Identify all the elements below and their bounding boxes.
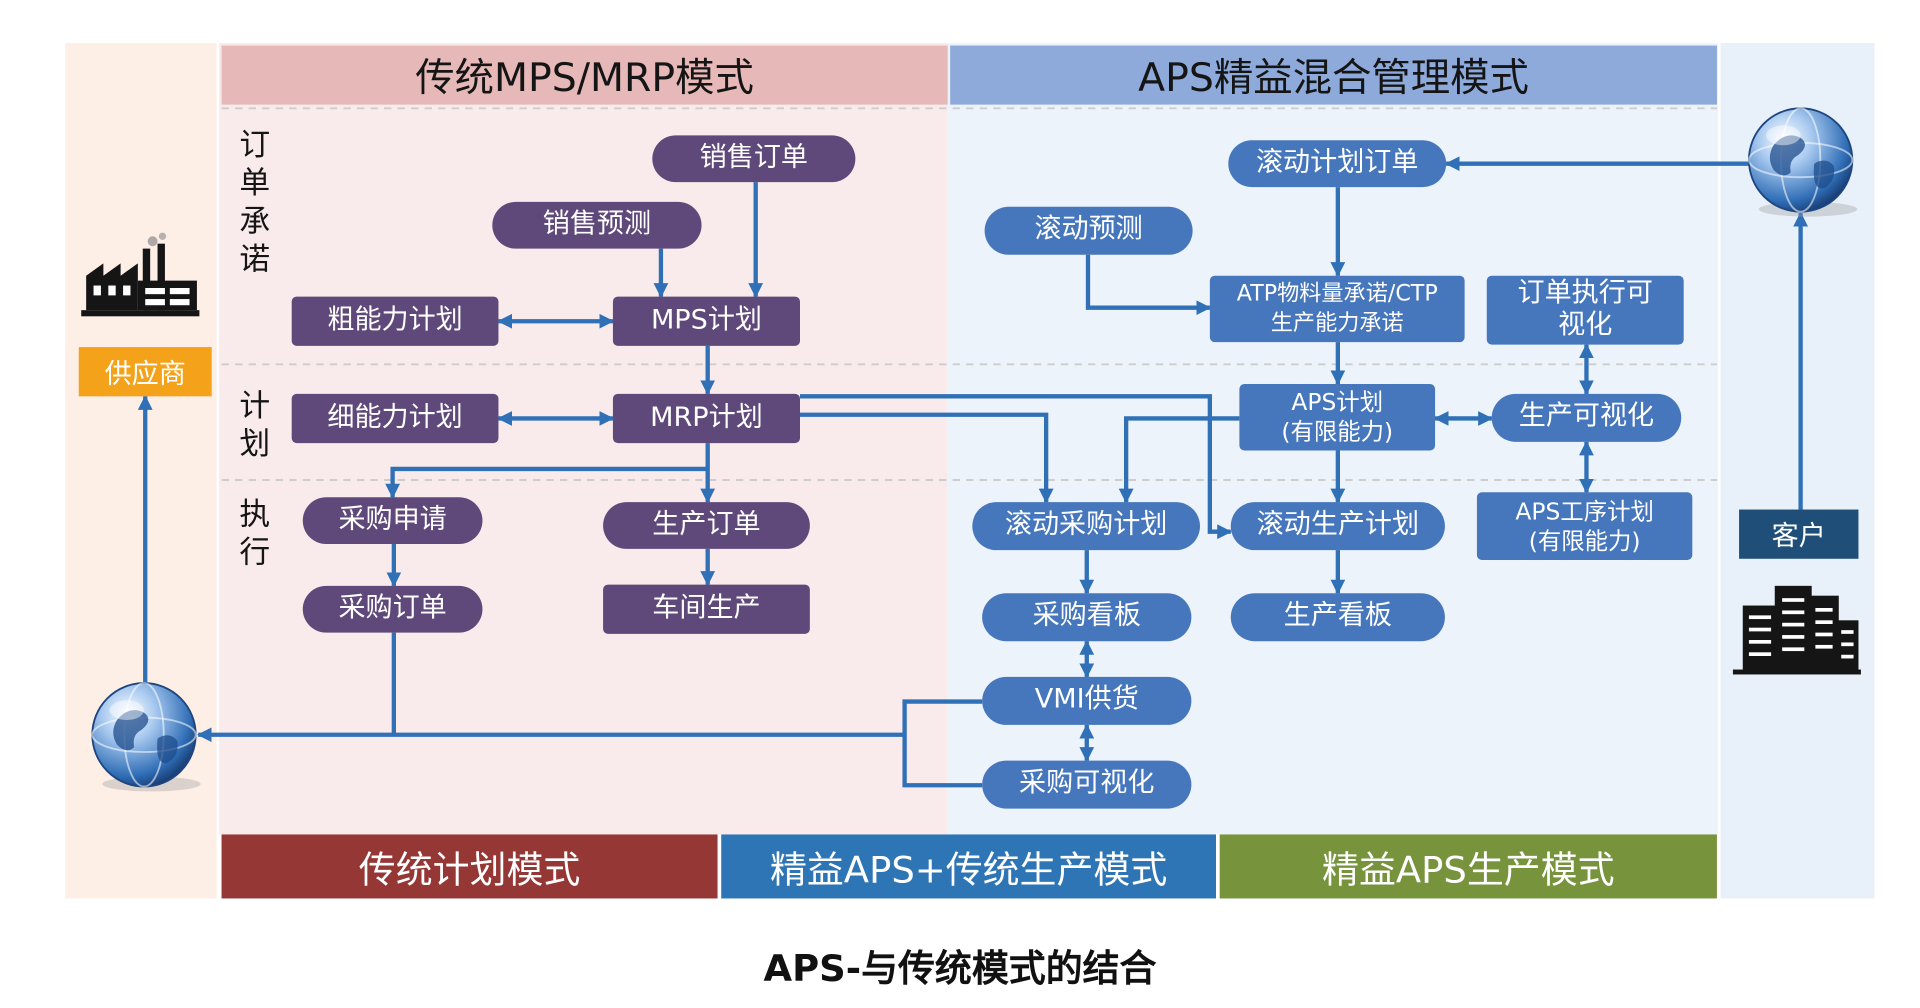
node-aps-process-plan-line1: APS工序计划 <box>1515 497 1654 525</box>
band-lean: 精益APS生产模式 <box>1219 834 1717 899</box>
supplier-label: 供应商 <box>78 347 212 397</box>
node-atp-ctp-line2: 生产能力承诺 <box>1270 310 1404 336</box>
node-purchase-kanban: 采购看板 <box>982 593 1192 642</box>
arrow-mrp-to-purchase-request <box>385 466 708 499</box>
node-aps-process-plan-line2: (有限能力) <box>1528 527 1641 555</box>
arrow-mrp-to-rolling-purchase-plan <box>799 412 1054 504</box>
arrow-mrp-to-rolling-production-plan <box>799 394 1232 540</box>
office-buildings-icon <box>1732 585 1861 675</box>
node-order-execution-visual: 订单执行可 视化 <box>1486 275 1684 345</box>
node-rolling-production-plan: 滚动生产计划 <box>1230 502 1445 551</box>
row-label-planning: 计划 <box>235 388 271 466</box>
node-order-execution-visual-line1: 订单执行可 <box>1517 278 1653 309</box>
customer-globe-icon <box>1747 107 1858 217</box>
node-atp-ctp: ATP物料量承诺/CTP 生产能力承诺 <box>1209 275 1465 343</box>
node-production-order: 生产订单 <box>603 502 810 549</box>
band-hybrid: 精益APS+传统生产模式 <box>721 834 1216 899</box>
node-rough-capacity-plan: 粗能力计划 <box>291 296 499 346</box>
node-aps-plan-line2: (有限能力) <box>1281 418 1394 446</box>
arrow-rolling-forecast-to-atp <box>1085 254 1212 316</box>
node-mrp-plan: MRP计划 <box>612 393 800 444</box>
node-sales-forecast: 销售预测 <box>492 201 702 249</box>
node-workshop-production: 车间生产 <box>603 584 810 634</box>
node-production-kanban: 生产看板 <box>1230 593 1445 642</box>
header-aps: APS精益混合管理模式 <box>950 45 1717 105</box>
diagram-caption: APS-与传统模式的结合 <box>763 947 1157 991</box>
band-traditional: 传统计划模式 <box>221 834 718 899</box>
arrow-aps-plan-to-rolling-purchase-plan <box>1118 416 1240 504</box>
customer-label: 客户 <box>1739 509 1859 559</box>
node-purchase-visual: 采购可视化 <box>982 760 1192 809</box>
row-label-order-commitment: 订单承诺 <box>235 127 271 281</box>
node-mps-plan: MPS计划 <box>612 296 800 346</box>
node-vmi-supply: VMI供货 <box>982 676 1192 725</box>
header-traditional: 传统MPS/MRP模式 <box>221 45 948 105</box>
node-purchase-order: 采购订单 <box>302 585 483 633</box>
node-sales-order: 销售订单 <box>652 135 856 183</box>
node-purchase-request: 采购申请 <box>302 497 483 544</box>
bracket-vmi-purchase-visual <box>902 699 983 788</box>
node-rolling-forecast: 滚动预测 <box>984 206 1193 255</box>
node-order-execution-visual-line2: 视化 <box>1558 310 1613 341</box>
node-rolling-purchase-plan: 滚动采购计划 <box>972 502 1200 551</box>
node-aps-plan: APS计划 (有限能力) <box>1239 383 1436 451</box>
node-aps-process-plan: APS工序计划 (有限能力) <box>1476 492 1693 560</box>
row-label-execution: 执行 <box>235 497 271 574</box>
node-atp-ctp-line1: ATP物料量承诺/CTP <box>1236 280 1438 307</box>
node-fine-capacity-plan: 细能力计划 <box>291 393 499 444</box>
node-rolling-plan-order: 滚动计划订单 <box>1228 140 1447 188</box>
factory-icon <box>81 232 200 317</box>
node-aps-plan-line1: APS计划 <box>1291 388 1384 416</box>
supplier-globe-icon <box>91 682 201 792</box>
node-production-visual: 生产可视化 <box>1491 393 1682 442</box>
